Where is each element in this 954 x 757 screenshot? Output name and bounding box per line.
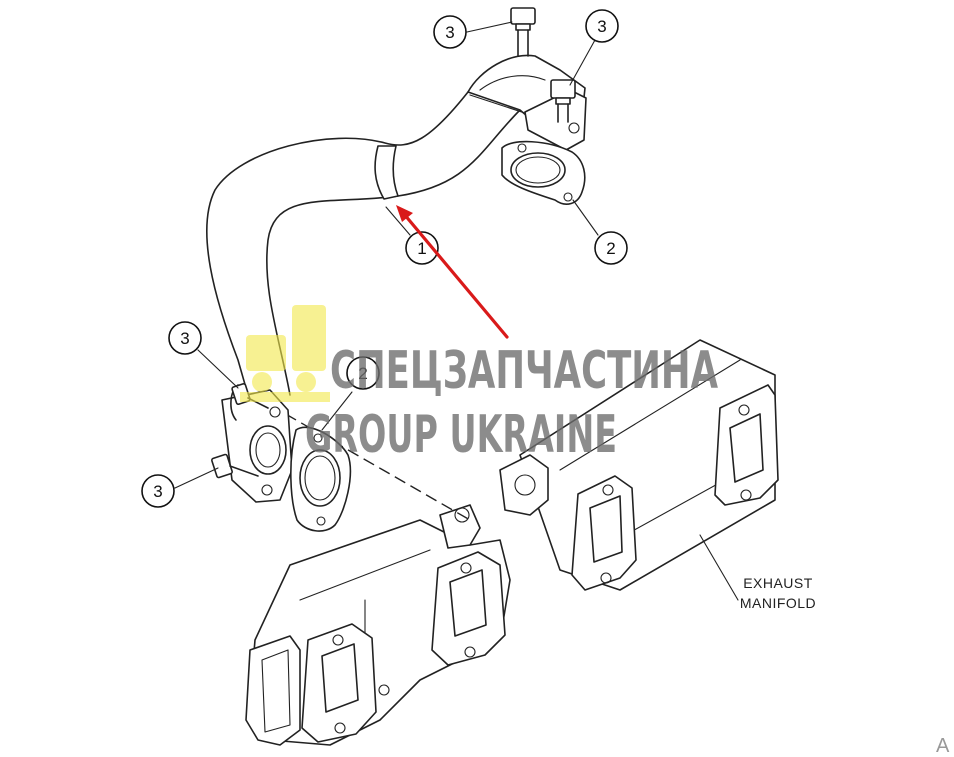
leader-c4: [385, 206, 411, 236]
callout-c4: 1: [405, 231, 439, 265]
callout-number: 3: [153, 482, 162, 501]
callout-number: 2: [606, 239, 615, 258]
watermark-logo: [240, 305, 330, 402]
red-arrow: [396, 205, 509, 339]
callout-c5: 3: [168, 321, 202, 355]
callout-number: 2: [358, 364, 367, 383]
watermark-line2: GROUP UKRAINE: [305, 405, 617, 465]
manifold-leader-line: [699, 534, 739, 601]
leader-c1: [466, 21, 513, 33]
corner-mark: A: [936, 735, 950, 757]
upper-bolt-left: [510, 7, 536, 57]
watermark: СПЕЦЗАПЧАСТИНА GROUP UKRAINE: [240, 305, 718, 465]
leader-c6: [321, 391, 353, 431]
exhaust-tube: [205, 54, 587, 396]
exhaust-manifold: [245, 339, 779, 746]
lower-bolt-bottom: [211, 453, 259, 479]
leader-c5: [197, 349, 239, 389]
alignment-line: [269, 404, 471, 521]
callout-number: 1: [417, 239, 426, 258]
upper-gasket: [501, 140, 586, 205]
upper-bolt-right: [550, 79, 576, 123]
leader-c3: [572, 199, 599, 236]
manifold-label-line1: EXHAUST: [743, 575, 813, 591]
leader-c7: [174, 467, 219, 489]
callout-c7: 3: [141, 474, 175, 508]
leader-c2: [569, 39, 596, 86]
callout-c1: 3: [433, 15, 467, 49]
callout-c3: 2: [594, 231, 628, 265]
manifold-label-line2: MANIFOLD: [740, 595, 816, 611]
callout-number: 3: [597, 17, 606, 36]
callout-c2: 3: [585, 9, 619, 43]
callout-c6: 2: [346, 356, 380, 390]
lower-gasket: [290, 426, 352, 532]
watermark-line1: СПЕЦЗАПЧАСТИНА: [330, 341, 718, 401]
callout-number: 3: [180, 329, 189, 348]
callout-number: 3: [445, 23, 454, 42]
